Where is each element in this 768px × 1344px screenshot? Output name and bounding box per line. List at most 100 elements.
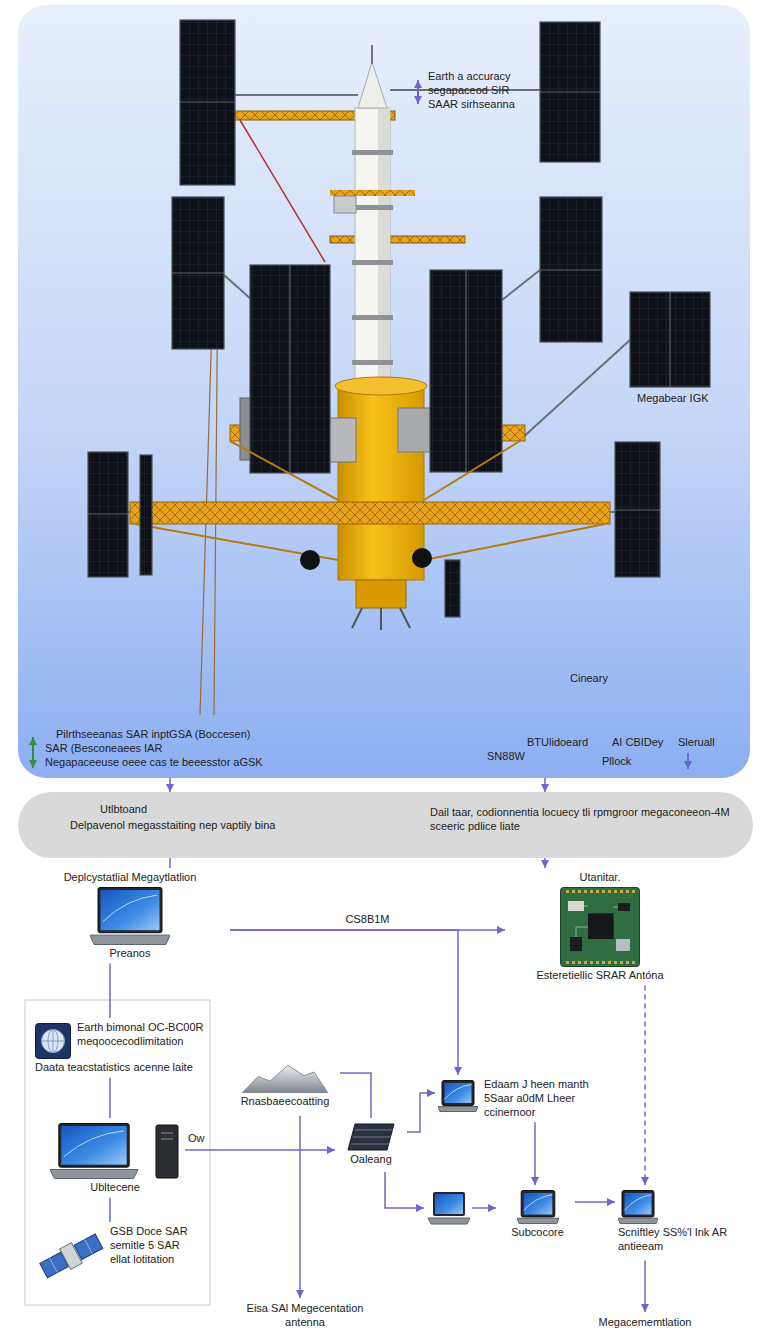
node-text: SN88W [487, 750, 525, 764]
connector [575, 1201, 615, 1203]
board-pad [572, 961, 575, 964]
board-pad [608, 961, 611, 964]
node-icon [618, 1190, 658, 1224]
board-node: Utanitar.Esteretiellic SRAR Antóna [505, 868, 695, 986]
indicator-arrow [33, 80, 688, 769]
mast [330, 236, 465, 243]
deck [130, 502, 610, 524]
mast [352, 260, 393, 265]
laptop-icon [435, 1194, 463, 1214]
solar-panel [88, 20, 710, 617]
node-text: Negapaceeuse oeee cas te beeesstor aGSK [45, 756, 263, 770]
board-pad [584, 890, 587, 893]
mast [358, 62, 387, 108]
node-text: AI CBIDey [612, 736, 663, 750]
laptop-base [438, 1107, 478, 1112]
screen-glint [444, 1084, 471, 1099]
deck [130, 441, 610, 630]
board-pad [566, 961, 569, 964]
annotation-label: Eisa SAl Megecentation antenna [240, 1302, 370, 1330]
deck [300, 550, 320, 570]
deck [135, 441, 605, 560]
node-icon [38, 1227, 104, 1285]
keyboard-row [351, 1144, 389, 1145]
laptop-base [517, 1218, 559, 1223]
mast [352, 150, 393, 155]
laptop-screen [625, 1193, 652, 1215]
board-pad [596, 961, 599, 964]
laptop-base [90, 935, 170, 944]
deck [356, 580, 406, 608]
connector [407, 1093, 435, 1132]
annotation-label: Ow [188, 1132, 205, 1146]
node-text: Dail taar, codionnentia locuecy tli rpmg… [430, 806, 730, 834]
node-text: BTUlidoeard [527, 736, 588, 750]
board-pad [620, 890, 623, 893]
node-text: SAR (Besconeaees IAR [45, 742, 162, 756]
laptop-screen [101, 890, 160, 930]
solar-panel [445, 560, 460, 617]
connector [544, 858, 546, 868]
board-pad [608, 890, 611, 893]
globe-grid [48, 1029, 58, 1052]
board-component [618, 903, 630, 911]
mountain [242, 1065, 328, 1093]
board-pad [614, 890, 617, 893]
satellite-icon [38, 1231, 104, 1281]
board-pad [596, 890, 599, 893]
laptop-screen-frame [442, 1081, 474, 1106]
board-pad [584, 961, 587, 964]
terrain-node: Rnasbaeecoatting [230, 1058, 340, 1112]
node-text: Cineary [570, 672, 608, 686]
tablet-node: Oaleang [335, 1118, 407, 1170]
sky-panel [18, 5, 750, 778]
node-text: GSB Doce SAR semitle 5 SAR ellat lotitat… [110, 1225, 202, 1266]
summary-band: UtlbtoandDelpavenol megasstaiting nep va… [18, 792, 753, 858]
mast [352, 360, 393, 365]
panel-line [50, 1240, 93, 1273]
keyboard-row [355, 1130, 393, 1131]
connector [534, 1122, 536, 1185]
leader-arrow [644, 1261, 646, 1313]
node-text: Oaleang [350, 1153, 392, 1167]
node-text: Subcocore [511, 1226, 564, 1240]
laptop-node: Deplcystatlial MegaytlatlionPreanos [30, 868, 230, 964]
node-icon [438, 1080, 478, 1112]
node-text: Edaam J heen manth 5Saar a0dM Lheer ccin… [484, 1078, 592, 1119]
node-text: Utlbtoand [100, 803, 147, 817]
computer-tower [156, 1125, 178, 1178]
mast [352, 315, 393, 320]
tablet [348, 1124, 394, 1150]
node-text: Scniftley SS%'l Ink AR antieeam [618, 1226, 752, 1254]
node-text: Delpavenol megasstaiting nep vaptily bin… [70, 819, 275, 833]
node-text: Daata teacstatistics acenne laite [35, 1061, 204, 1075]
connector [644, 986, 646, 1186]
board-pad [614, 961, 617, 964]
node-text: Sleruall [678, 736, 715, 750]
deck [352, 608, 410, 630]
node-icon [560, 887, 640, 967]
node-text: Rnasbaeecoatting [241, 1095, 330, 1109]
node-text: Pllock [602, 755, 631, 769]
board-pad [632, 890, 635, 893]
mast [352, 205, 393, 210]
node-text: Earth a accuracy segapaceod SIR SAAR sir… [428, 70, 528, 111]
board-pad [578, 961, 581, 964]
board-pad [572, 890, 575, 893]
board-component [570, 937, 582, 951]
board-pad [626, 890, 629, 893]
satellite-body [60, 1243, 83, 1270]
mast [371, 45, 373, 64]
node-text: Utanitar. [580, 871, 621, 885]
deck [412, 548, 432, 568]
workstation-node: Ubltecene [45, 1118, 185, 1198]
node-icon [35, 1023, 71, 1059]
keyboard-row [353, 1137, 391, 1138]
laptop-icon [428, 1218, 470, 1224]
node-text: Preanos [110, 947, 151, 961]
board-pad [578, 890, 581, 893]
connector [109, 1198, 111, 1222]
connector [109, 1078, 111, 1118]
